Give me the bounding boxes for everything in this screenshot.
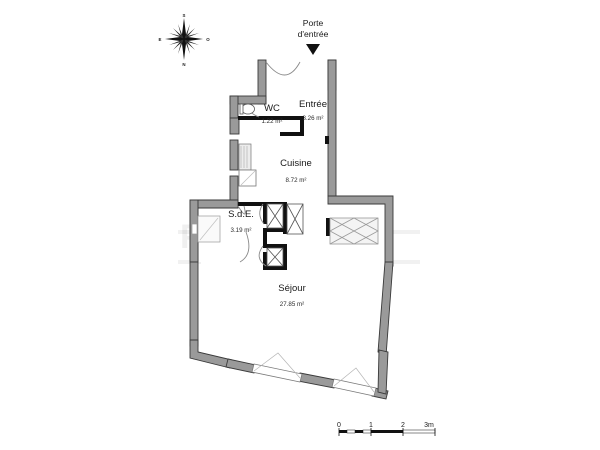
exterior-walls (189, 59, 394, 400)
bathroom-fixtures (191, 215, 221, 243)
wall-south-seg1 (225, 358, 257, 374)
door-swing-sde-b (239, 231, 250, 263)
wall-cuisine-west-a (229, 139, 239, 171)
door-swing-sde-c (259, 203, 265, 225)
wall-south-corner (377, 349, 389, 395)
wall-wc-south (238, 116, 304, 120)
wall-wc-east-stub (300, 116, 304, 136)
wall-closet2-east (283, 244, 287, 270)
window-2 (331, 367, 377, 397)
compass-label-south: S (183, 13, 186, 18)
scale-tick-3: 3m (424, 422, 434, 429)
room-area-sejour: 27.85 m² (280, 301, 304, 308)
toilet-fixture (239, 103, 255, 115)
window-1 (251, 352, 303, 383)
door-swing-sde-a (237, 205, 246, 215)
wall-closet-south (263, 228, 287, 232)
wall-wc-west-b (229, 117, 240, 135)
wall-closet2-south (263, 266, 287, 270)
room-label-entree: Entrée (299, 99, 327, 110)
room-label-sejour: Séjour (278, 283, 305, 294)
room-area-entree: 3.26 m² (303, 115, 324, 122)
down-arrow-icon (306, 44, 320, 55)
door-swing-closet (258, 245, 267, 267)
room-label-sde: S.d.E. (228, 209, 254, 220)
room-area-wc: 1.22 m² (262, 118, 283, 125)
entry-door-label: Porte d'entrée (298, 18, 329, 55)
compass-rose: S N E O (159, 13, 211, 67)
wall-sde-east-b (263, 232, 267, 246)
room-area-cuisine: 8.72 m² (286, 177, 307, 184)
entry-label-line2: d'entrée (298, 29, 329, 39)
wall-right-upper (327, 59, 337, 197)
closet-symbols (266, 203, 304, 267)
compass-label-east: E (159, 37, 162, 42)
door-swings (237, 61, 301, 267)
windows-south (251, 352, 377, 397)
wall-sde-east-a (263, 202, 267, 224)
kitchen-sink (238, 169, 257, 187)
wall-cuisine-south (238, 202, 286, 206)
scale-tick-0: 0 (337, 422, 341, 429)
wall-closet2-north (263, 244, 287, 248)
interior-walls (238, 116, 330, 270)
compass-star (165, 18, 203, 60)
scale-tick-2: 2 (401, 422, 405, 429)
wall-wc-west-a (229, 95, 239, 119)
compass-label-north: N (182, 62, 185, 67)
fixtures (191, 103, 379, 267)
scale-tick-1: 1 (369, 422, 373, 429)
wall-closet-east (283, 202, 287, 234)
wall-sejour-west-lower (189, 261, 199, 347)
room-label-wc: WC (264, 103, 280, 114)
wall-entry-jamb-stub (325, 136, 329, 144)
wall-sde-east-c (263, 252, 267, 270)
kitchen-counter (238, 143, 252, 171)
door-swing-entry (265, 61, 301, 76)
entry-label-line1: Porte (303, 18, 324, 28)
wall-entry-step (280, 132, 304, 136)
scale-bar: 0 1 2 3m (337, 422, 436, 436)
room-labels: WC 1.22 m² Entrée 3.26 m² Cuisine 8.72 m… (228, 99, 327, 308)
sejour-closet (329, 217, 379, 245)
wall-sejour-niche (326, 218, 330, 236)
room-label-cuisine: Cuisine (280, 158, 312, 169)
compass-label-west: O (206, 37, 210, 42)
room-area-sde: 3.19 m² (231, 227, 252, 234)
